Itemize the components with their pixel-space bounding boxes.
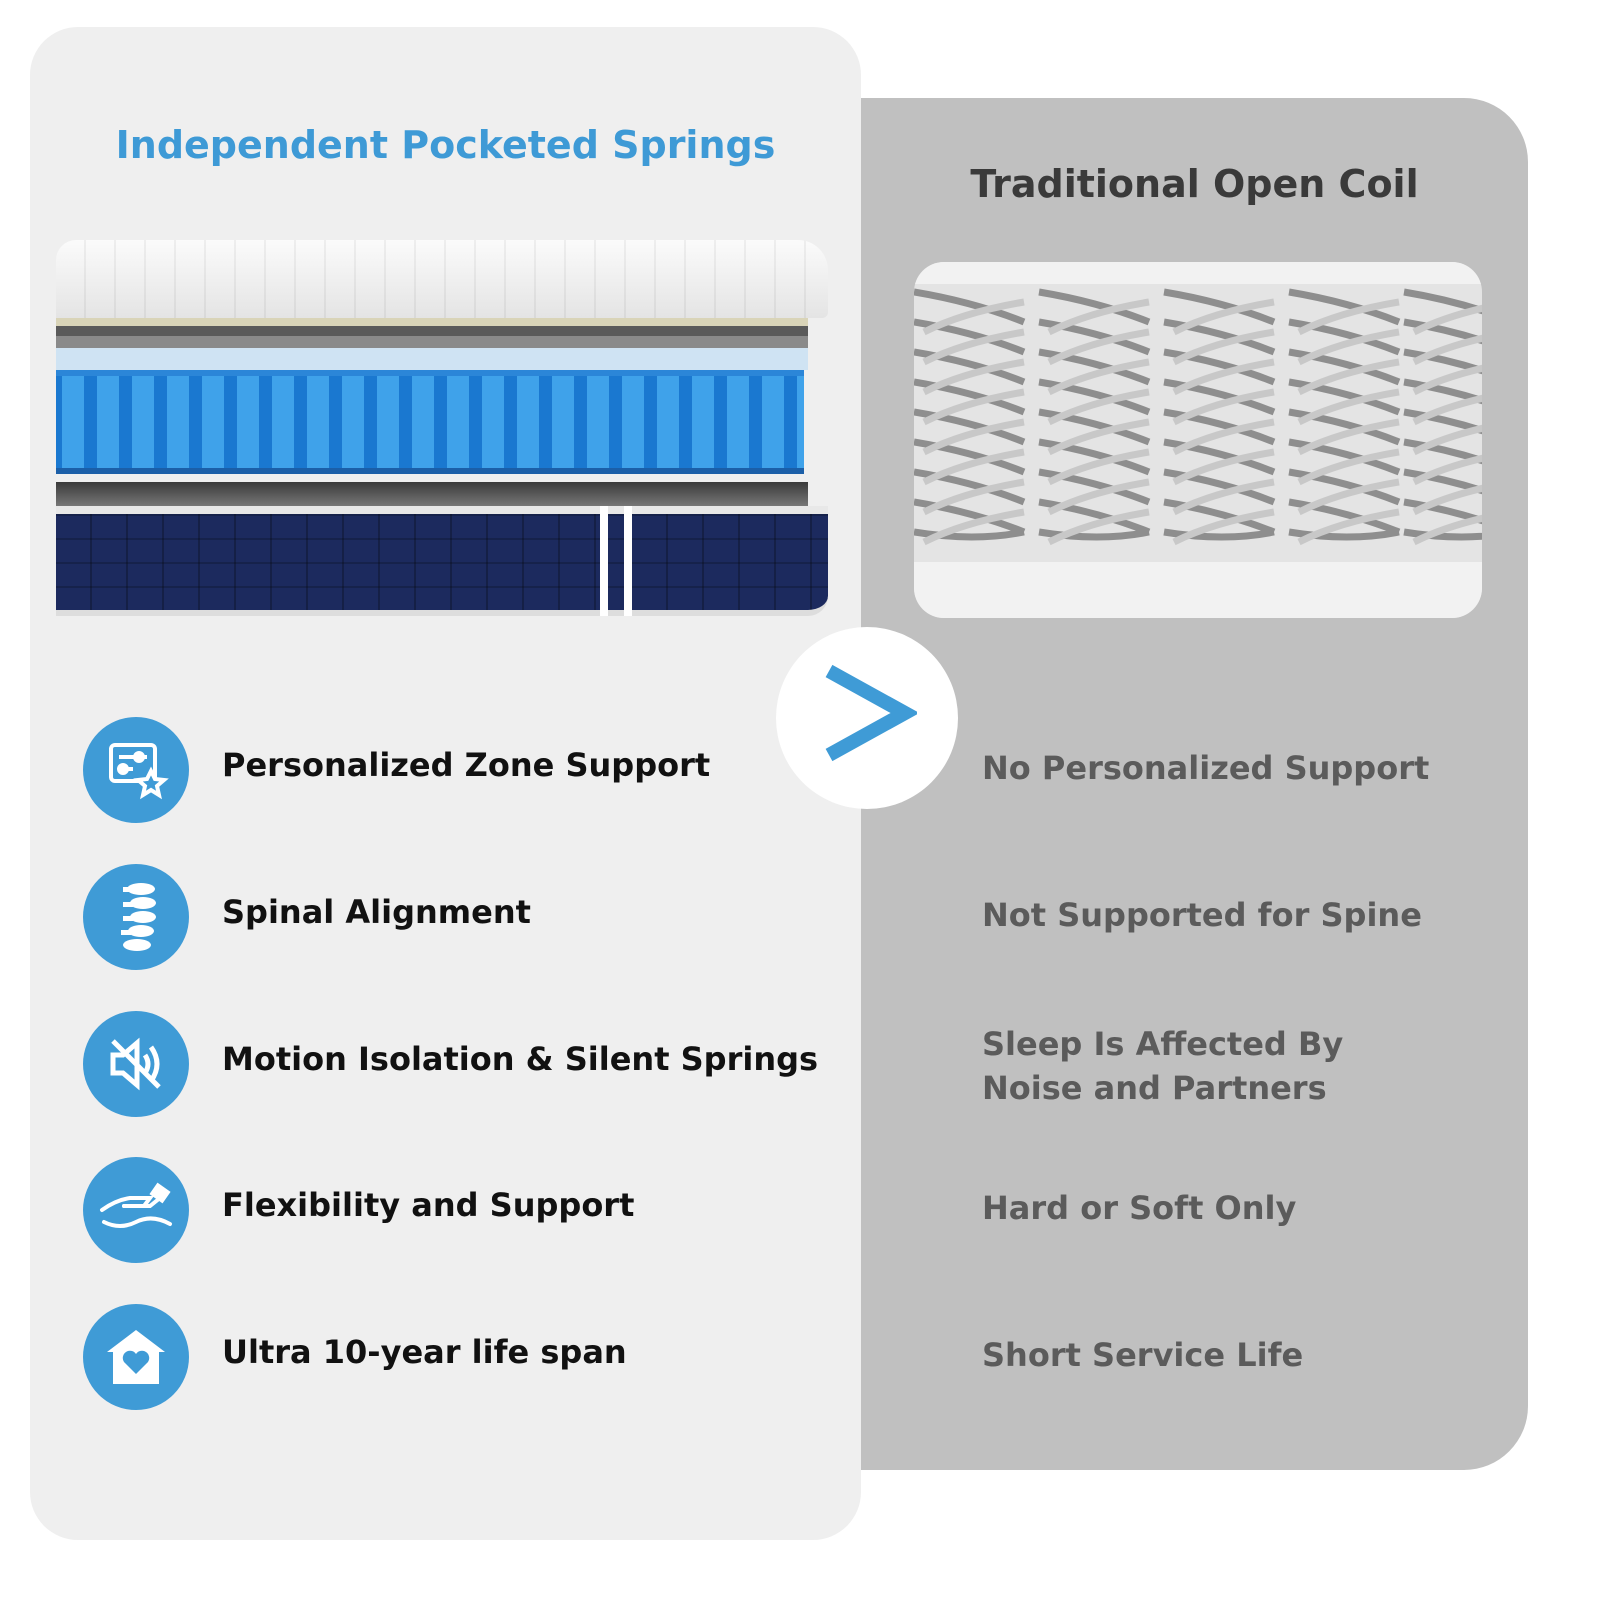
- drawback-label: Sleep Is Affected By Noise and Partners: [982, 1025, 1344, 1107]
- feature-label: Flexibility and Support: [222, 1186, 635, 1224]
- open-coil-springs-image: [914, 262, 1482, 618]
- zone-settings-star-icon: [83, 717, 189, 823]
- pocketed-springs-title: Independent Pocketed Springs: [115, 123, 776, 167]
- open-coil-title: Traditional Open Coil: [970, 162, 1419, 206]
- chevron-right-icon: [825, 664, 917, 762]
- feature-label: Ultra 10-year life span: [222, 1333, 627, 1371]
- hand-support-icon: [83, 1157, 189, 1263]
- better-than-arrow-button: [776, 627, 958, 809]
- spine-icon: [83, 864, 189, 970]
- house-heart-icon: [83, 1304, 189, 1410]
- feature-label: Motion Isolation & Silent Springs: [222, 1040, 819, 1078]
- feature-label: Personalized Zone Support: [222, 746, 711, 784]
- feature-label: Spinal Alignment: [222, 893, 531, 931]
- mute-speaker-icon: [83, 1011, 189, 1117]
- drawback-label: No Personalized Support: [982, 749, 1430, 787]
- pocketed-spring-mattress-image: [56, 240, 828, 622]
- drawback-label: Hard or Soft Only: [982, 1189, 1297, 1227]
- drawback-label: Short Service Life: [982, 1336, 1304, 1374]
- drawback-label: Not Supported for Spine: [982, 896, 1422, 934]
